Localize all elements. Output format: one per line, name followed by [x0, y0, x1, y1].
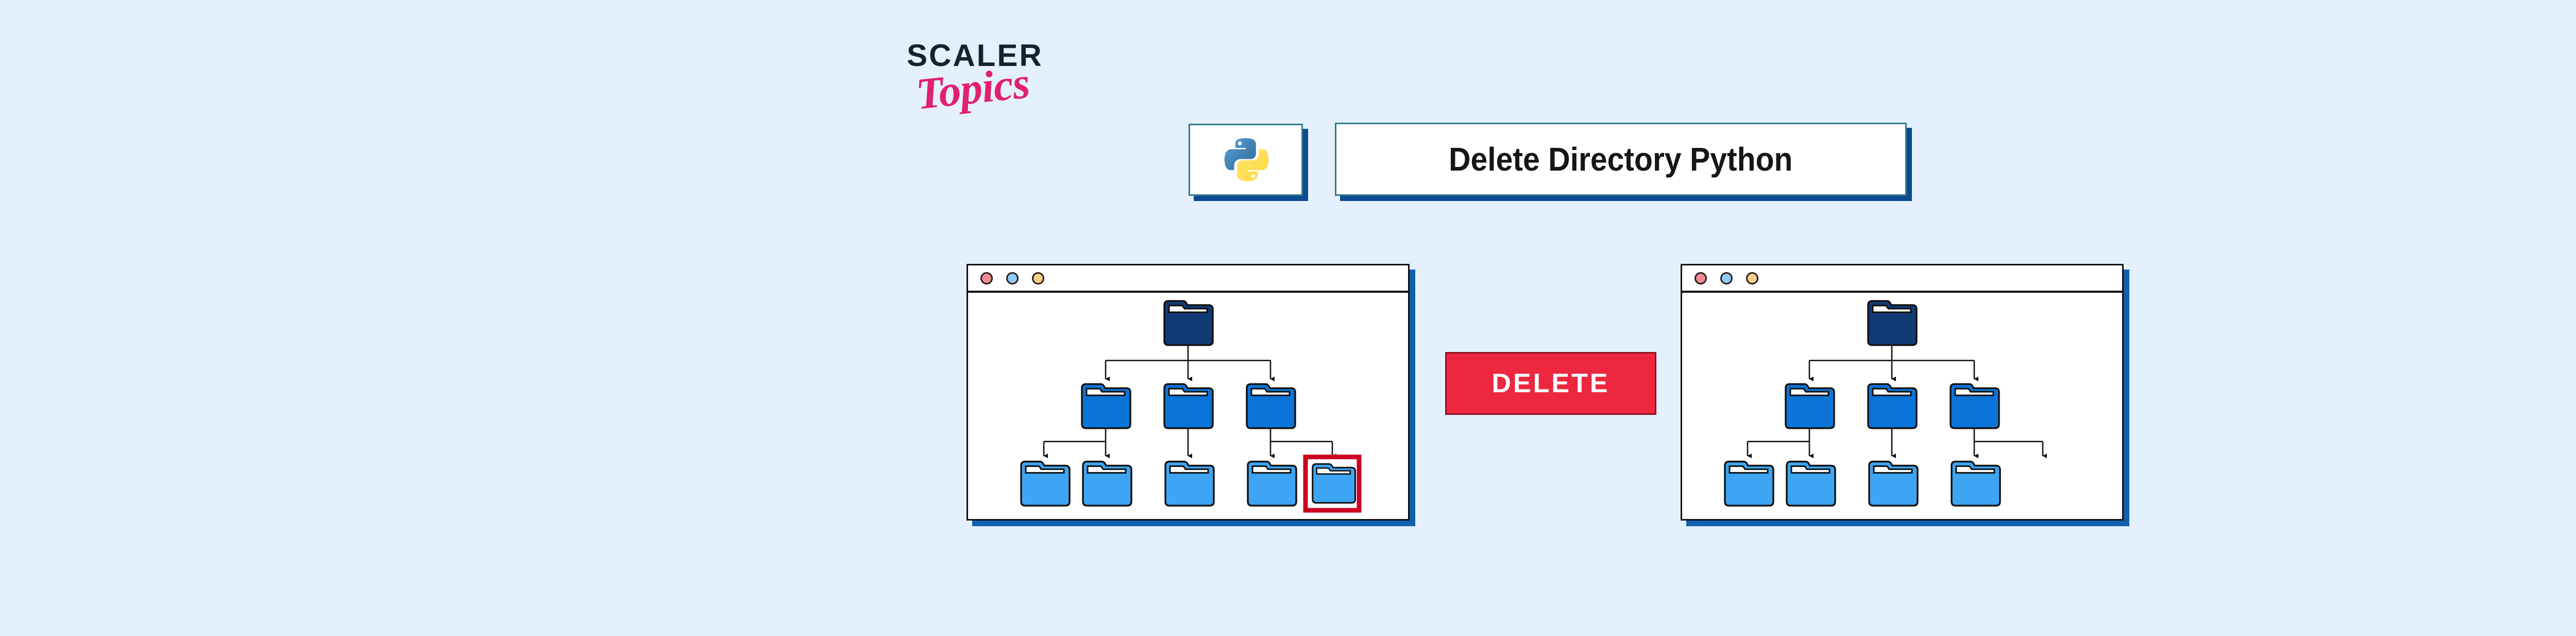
folder-leaf-4[interactable] — [1951, 460, 2001, 507]
window-content-before — [968, 293, 1408, 519]
close-dot-icon[interactable] — [980, 272, 993, 284]
folder-leaf-2[interactable] — [1786, 460, 1836, 507]
minimize-dot-icon[interactable] — [1720, 272, 1733, 284]
folder-level2-2[interactable] — [1867, 383, 1918, 429]
scaler-topics-logo: SCALER Topics — [907, 40, 1061, 133]
folder-leaf-3[interactable] — [1164, 460, 1215, 507]
logo-scaler-text: SCALER — [907, 38, 1043, 73]
browser-window-after — [1681, 264, 2124, 521]
maximize-dot-icon[interactable] — [1032, 272, 1044, 284]
folder-leaf-4[interactable] — [1247, 460, 1297, 507]
python-logo-box — [1189, 124, 1303, 196]
window-titlebar — [968, 265, 1408, 293]
folder-root[interactable] — [1163, 300, 1214, 346]
folder-leaf-5-highlight — [1303, 455, 1362, 513]
window-content-after — [1682, 293, 2122, 519]
directory-tree-diagram-after — [1724, 300, 2047, 507]
folder-leaf-1[interactable] — [1020, 460, 1071, 507]
page-title-box: Delete Directory Python — [1335, 123, 1907, 196]
maximize-dot-icon[interactable] — [1746, 272, 1758, 284]
folder-level2-2[interactable] — [1163, 383, 1214, 429]
minimize-dot-icon[interactable] — [1006, 272, 1019, 284]
directory-tree-diagram-before — [1020, 300, 1362, 513]
folder-leaf-3[interactable] — [1868, 460, 1919, 507]
close-dot-icon[interactable] — [1694, 272, 1707, 284]
folder-leaf-1[interactable] — [1724, 460, 1774, 507]
page-title: Delete Directory Python — [1449, 141, 1793, 178]
folder-level2-1[interactable] — [1081, 383, 1131, 429]
folder-leaf-5[interactable] — [1312, 463, 1356, 504]
folder-level2-3[interactable] — [1246, 383, 1296, 429]
folder-leaf-2[interactable] — [1082, 460, 1132, 507]
folder-level2-3[interactable] — [1950, 383, 2000, 429]
browser-window-before — [967, 264, 1410, 521]
folder-level2-1[interactable] — [1785, 383, 1835, 429]
folder-root[interactable] — [1867, 300, 1918, 346]
delete-button[interactable]: DELETE — [1445, 352, 1656, 415]
window-titlebar — [1682, 265, 2122, 293]
